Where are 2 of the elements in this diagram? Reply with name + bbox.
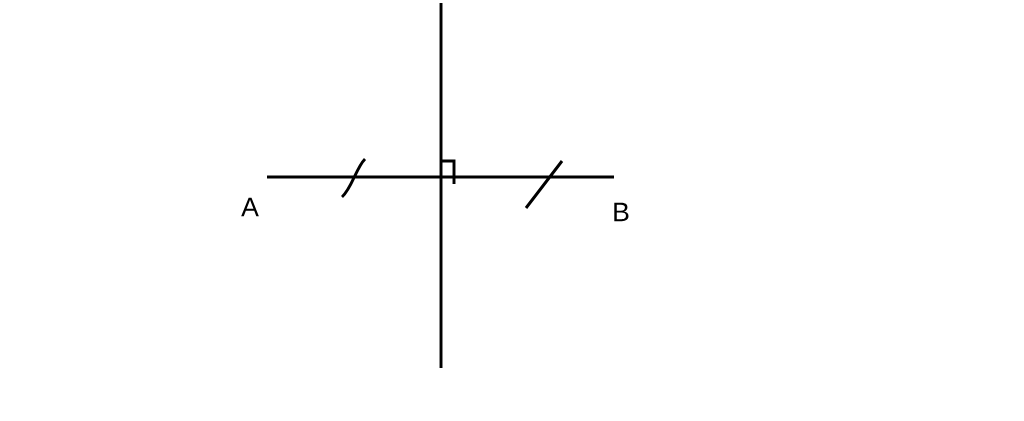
point-label: B (614, 202, 629, 222)
point-label: A (241, 197, 259, 217)
